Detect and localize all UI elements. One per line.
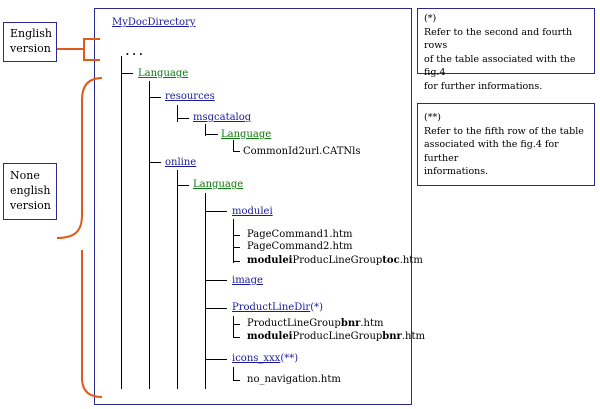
modulei-bnr-prefix: modulei xyxy=(247,331,293,342)
plg-bnr-prefix: ProductLineGroup xyxy=(247,318,341,329)
icons-folder[interactable]: icons_xxx xyxy=(232,353,281,364)
none-english-version-box: None english version xyxy=(3,163,57,220)
resources-folder[interactable]: resources xyxy=(165,91,215,102)
modulei-bnr-ext: .htm xyxy=(401,331,425,342)
orange-braces xyxy=(56,38,103,398)
ellipsis: ... xyxy=(125,41,146,59)
product-line-dir-folder[interactable]: ProductLineDir xyxy=(232,302,311,313)
directory-tree-frame xyxy=(94,8,412,405)
plg-bnr-ext: .htm xyxy=(360,318,384,329)
image-folder[interactable]: image xyxy=(232,275,263,286)
language-folder-2[interactable]: Language xyxy=(221,129,272,140)
modulei-bnr-suffix: bnr xyxy=(382,331,402,342)
page-command-1-file: PageCommand1.htm xyxy=(247,229,353,240)
note-2-text: (**) Refer to the fifth row of the table… xyxy=(424,112,584,177)
product-line-dir-note: (*) xyxy=(310,302,323,313)
language-folder-1[interactable]: Language xyxy=(138,68,189,79)
language-folder-3[interactable]: Language xyxy=(193,179,244,190)
none-english-version-label: None english version xyxy=(10,169,51,212)
note-box-1: (*) Refer to the second and fourth rows … xyxy=(417,8,595,92)
english-version-brace xyxy=(57,38,100,61)
icons-node: icons_xxx(**) xyxy=(232,353,298,365)
modulei-toc-prefix: modulei xyxy=(247,255,293,266)
modulei-toc-middle: ProducLineGroup xyxy=(292,255,383,266)
no-navigation-file: no_navigation.htm xyxy=(247,374,341,385)
modulei-toc-file: moduleiProducLineGrouptoc.htm xyxy=(247,255,423,267)
modulei-bnr-file: moduleiProducLineGroupbnr.htm xyxy=(247,331,425,343)
modulei-toc-suffix: toc xyxy=(382,255,400,266)
note-1-text: (*) Refer to the second and fourth rows … xyxy=(424,13,576,92)
english-version-box: English version xyxy=(3,22,57,62)
tree-lines xyxy=(121,56,240,389)
modulei-folder[interactable]: modulei xyxy=(232,206,273,217)
online-folder[interactable]: online xyxy=(165,157,197,168)
plg-bnr-mid: bnr xyxy=(340,318,361,329)
product-line-group-bnr-file: ProductLineGroupbnr.htm xyxy=(247,318,383,330)
english-version-label: English version xyxy=(10,27,52,55)
modulei-bnr-middle: ProducLineGroup xyxy=(292,331,383,342)
root-directory-link[interactable]: MyDocDirectory xyxy=(112,17,196,28)
page-command-2-file: PageCommand2.htm xyxy=(247,241,353,252)
modulei-toc-ext: .htm xyxy=(399,255,423,266)
catnls-file: CommonId2url.CATNls xyxy=(243,146,361,157)
icons-note: (**) xyxy=(280,353,299,364)
none-english-version-brace xyxy=(56,77,103,398)
note-box-2: (**) Refer to the fifth row of the table… xyxy=(417,103,595,186)
msgcatalog-folder[interactable]: msgcatalog xyxy=(193,112,252,123)
product-line-dir-node: ProductLineDir(*) xyxy=(232,302,323,314)
